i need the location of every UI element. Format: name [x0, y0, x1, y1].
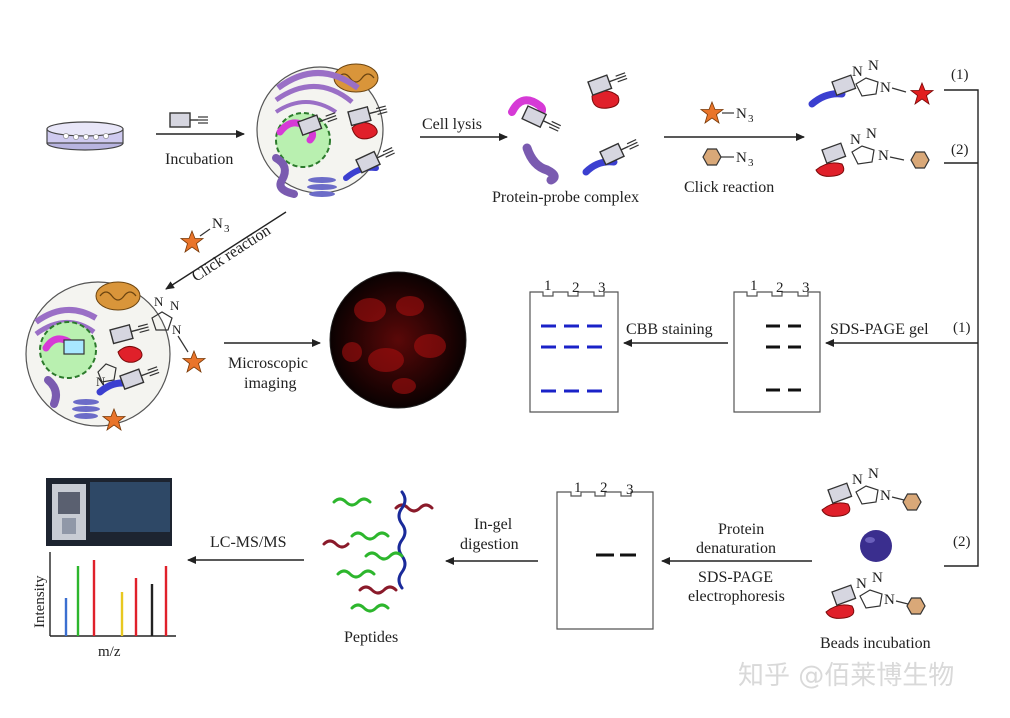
label-path2-top: (2) — [951, 142, 969, 158]
svg-text:N: N — [96, 374, 106, 389]
svg-text:2: 2 — [600, 480, 608, 496]
arrow-click-reaction-diagonal — [165, 211, 287, 290]
sds-page-gel-1: 1 2 3 — [733, 278, 821, 413]
label-sds-electro-1: SDS-PAGE — [698, 569, 773, 586]
label-microscopic-1: Microscopic — [228, 355, 308, 372]
label-microscopic-2: imaging — [244, 375, 296, 392]
svg-text:N: N — [736, 106, 747, 122]
label-protein-denat-1: Protein — [718, 521, 764, 538]
svg-text:1: 1 — [574, 480, 582, 496]
svg-text:3: 3 — [626, 482, 634, 498]
mass-spectrometer-image — [46, 478, 172, 546]
svg-text:N: N — [852, 64, 863, 80]
label-cell-lysis: Cell lysis — [422, 116, 482, 133]
bead-icon — [860, 530, 892, 562]
label-path1-top: (1) — [951, 67, 969, 83]
svg-text:N: N — [212, 216, 223, 232]
svg-text:1: 1 — [750, 278, 758, 294]
cell-with-probe — [256, 63, 398, 198]
svg-text:N: N — [736, 150, 747, 166]
peptides-icon — [322, 490, 434, 613]
label-in-gel-1: In-gel — [474, 516, 513, 533]
label-click-reaction-right: Click reaction — [684, 179, 774, 196]
svg-text:N: N — [170, 298, 180, 313]
svg-text:3: 3 — [598, 280, 606, 296]
svg-text:N: N — [852, 472, 863, 488]
svg-text:N: N — [872, 570, 883, 586]
azide-star-reagent: N 3 — [700, 101, 754, 125]
svg-text:N: N — [880, 80, 891, 96]
click-product-hexagon: N N N — [815, 126, 930, 177]
incubation-probe-icon — [169, 112, 209, 128]
label-sds-electro-2: electrophoresis — [688, 588, 785, 605]
label-cbb-staining: CBB staining — [626, 321, 713, 338]
svg-text:N: N — [172, 322, 182, 337]
sds-page-gel-2: 1 2 3 — [556, 480, 654, 630]
svg-text:3: 3 — [224, 223, 230, 235]
svg-text:N: N — [154, 294, 164, 309]
watermark: 知乎 @佰莱博生物 — [738, 661, 954, 691]
azide-star-diagonal: N 3 — [180, 216, 230, 253]
svg-text:N: N — [880, 488, 891, 504]
svg-text:2: 2 — [776, 280, 784, 296]
svg-text:N: N — [850, 132, 861, 148]
mass-spectrum-plot: Intensity m/z — [32, 552, 176, 660]
label-incubation: Incubation — [165, 151, 233, 168]
cbb-stained-gel: 1 2 3 — [529, 278, 619, 413]
svg-text:Intensity: Intensity — [32, 575, 48, 628]
svg-text:N: N — [868, 466, 879, 482]
label-path2-low: (2) — [953, 534, 971, 550]
branch-connector — [944, 89, 979, 567]
label-path1-mid: (1) — [953, 320, 971, 336]
label-beads-incubation: Beads incubation — [820, 635, 931, 652]
fluorescence-micrograph — [329, 271, 467, 409]
label-click-reaction-diagonal: Click reaction — [189, 222, 274, 285]
beads-incubation-group: N N N N N N — [821, 466, 926, 619]
petri-dish-icon — [46, 121, 124, 151]
label-peptides: Peptides — [344, 629, 398, 646]
svg-text:N: N — [856, 576, 867, 592]
svg-text:1: 1 — [544, 278, 552, 294]
svg-text:N: N — [868, 58, 879, 74]
label-protein-denat-2: denaturation — [696, 540, 776, 557]
cell-with-fluorophore: N N N N — [25, 281, 206, 431]
svg-text:2: 2 — [572, 280, 580, 296]
click-product-star: N N N — [808, 58, 934, 108]
svg-text:N: N — [884, 592, 895, 608]
label-sds-page-gel: SDS-PAGE gel — [830, 321, 929, 338]
svg-text:m/z: m/z — [98, 644, 121, 660]
svg-text:3: 3 — [748, 113, 754, 125]
svg-text:3: 3 — [802, 280, 810, 296]
label-lc-ms: LC-MS/MS — [210, 534, 286, 551]
azide-hexagon-reagent: N 3 — [702, 148, 754, 169]
svg-text:N: N — [878, 148, 889, 164]
svg-text:3: 3 — [748, 157, 754, 169]
svg-text:N: N — [866, 126, 877, 142]
label-in-gel-2: digestion — [460, 536, 519, 553]
label-protein-probe-complex: Protein-probe complex — [492, 189, 639, 206]
protein-probe-complex-group — [508, 68, 642, 185]
